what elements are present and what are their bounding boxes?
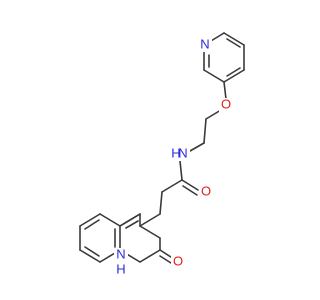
- bond: [179, 160, 183, 181]
- bond: [79, 213, 101, 227]
- pyridine-nitrogen: N: [198, 36, 212, 52]
- atom-label-layer: N O N H O O N H: [114, 36, 233, 276]
- bond: [181, 179, 199, 191]
- bond: [203, 118, 207, 144]
- bond: [226, 38, 241, 48]
- bond: [139, 225, 161, 239]
- bond: [139, 249, 161, 263]
- amide-nitrogen-symbol: N: [178, 145, 187, 160]
- ether-oxygen: O: [219, 96, 233, 113]
- bond: [226, 67, 241, 77]
- lactam-oxygen: O: [171, 253, 185, 269]
- bond: [84, 246, 100, 257]
- bond: [79, 249, 101, 263]
- bond: [223, 81, 227, 100]
- bond: [99, 213, 121, 227]
- bond: [159, 191, 163, 215]
- ring-nitrogen: N H: [114, 246, 128, 276]
- bond: [203, 69, 225, 83]
- bond: [189, 142, 205, 152]
- bond-layer: [79, 32, 245, 264]
- bond: [159, 255, 172, 264]
- lactam-oxygen-symbol: O: [173, 253, 183, 268]
- bond: [125, 220, 139, 229]
- carbonyl-oxygen-symbol: O: [201, 183, 211, 198]
- amide-hydrogen-symbol: H: [171, 145, 180, 160]
- bond: [161, 179, 183, 193]
- bond: [205, 109, 222, 120]
- ring-nitrogen-symbol: N: [116, 246, 125, 261]
- bond: [182, 185, 198, 196]
- bond: [223, 69, 245, 83]
- bond: [84, 219, 100, 230]
- amide-nitrogen: N H: [171, 145, 190, 161]
- bond: [223, 32, 245, 46]
- molecule-structure: N O N H O O N H: [79, 32, 245, 276]
- bond: [119, 213, 141, 227]
- ether-oxygen-symbol: O: [221, 96, 231, 111]
- ring-nitrogen-hydrogen-symbol: H: [116, 261, 125, 276]
- carbonyl-oxygen: O: [199, 183, 213, 200]
- bond: [139, 213, 161, 227]
- structure-canvas: N O N H O O N H: [79, 32, 245, 277]
- pyridine-nitrogen-symbol: N: [200, 36, 209, 51]
